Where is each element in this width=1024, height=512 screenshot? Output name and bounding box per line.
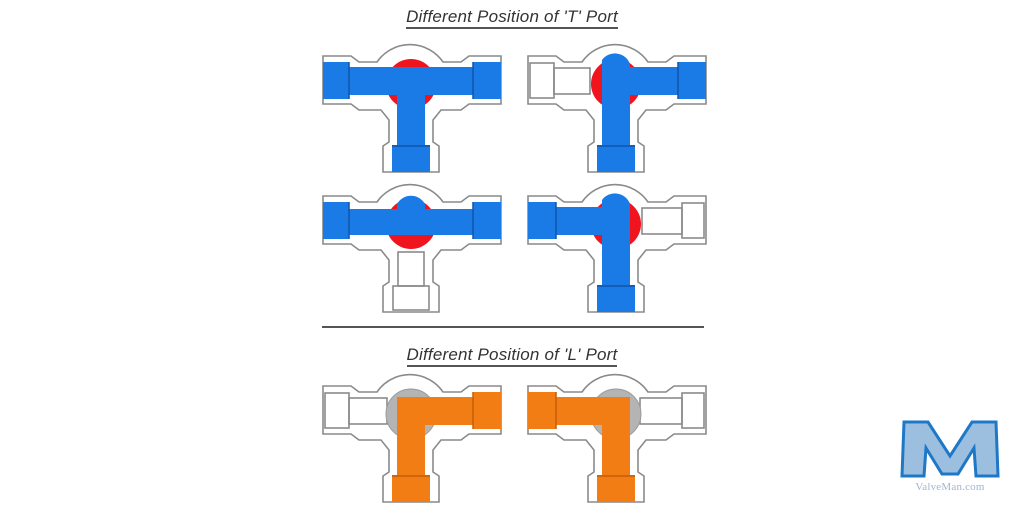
- t-port-valve-position-2: [526, 42, 710, 174]
- t-port-title-text: Different Position of 'T' Port: [406, 7, 618, 29]
- valve-diagram: [322, 373, 502, 503]
- logo-m-icon: [900, 420, 1000, 478]
- t-port-title: Different Position of 'T' Port: [0, 7, 1024, 29]
- t-port-valve-position-1: [321, 42, 505, 174]
- l-port-valve-position-1: [321, 372, 505, 504]
- valve-diagram: [322, 183, 502, 313]
- valve-diagram: [527, 43, 707, 173]
- valve-diagram: [322, 43, 502, 173]
- t-port-valve-position-4: [526, 182, 710, 314]
- logo-text: ValveMan.com: [915, 481, 985, 493]
- l-port-title-text: Different Position of 'L' Port: [406, 345, 618, 367]
- valveman-logo[interactable]: ValveMan.com: [898, 418, 1002, 500]
- section-divider: [322, 326, 704, 328]
- valve-diagram: [527, 373, 707, 503]
- t-port-valve-position-3: [321, 182, 505, 314]
- valve-diagram: [527, 183, 707, 313]
- l-port-title: Different Position of 'L' Port: [0, 345, 1024, 367]
- l-port-valve-position-2: [526, 372, 710, 504]
